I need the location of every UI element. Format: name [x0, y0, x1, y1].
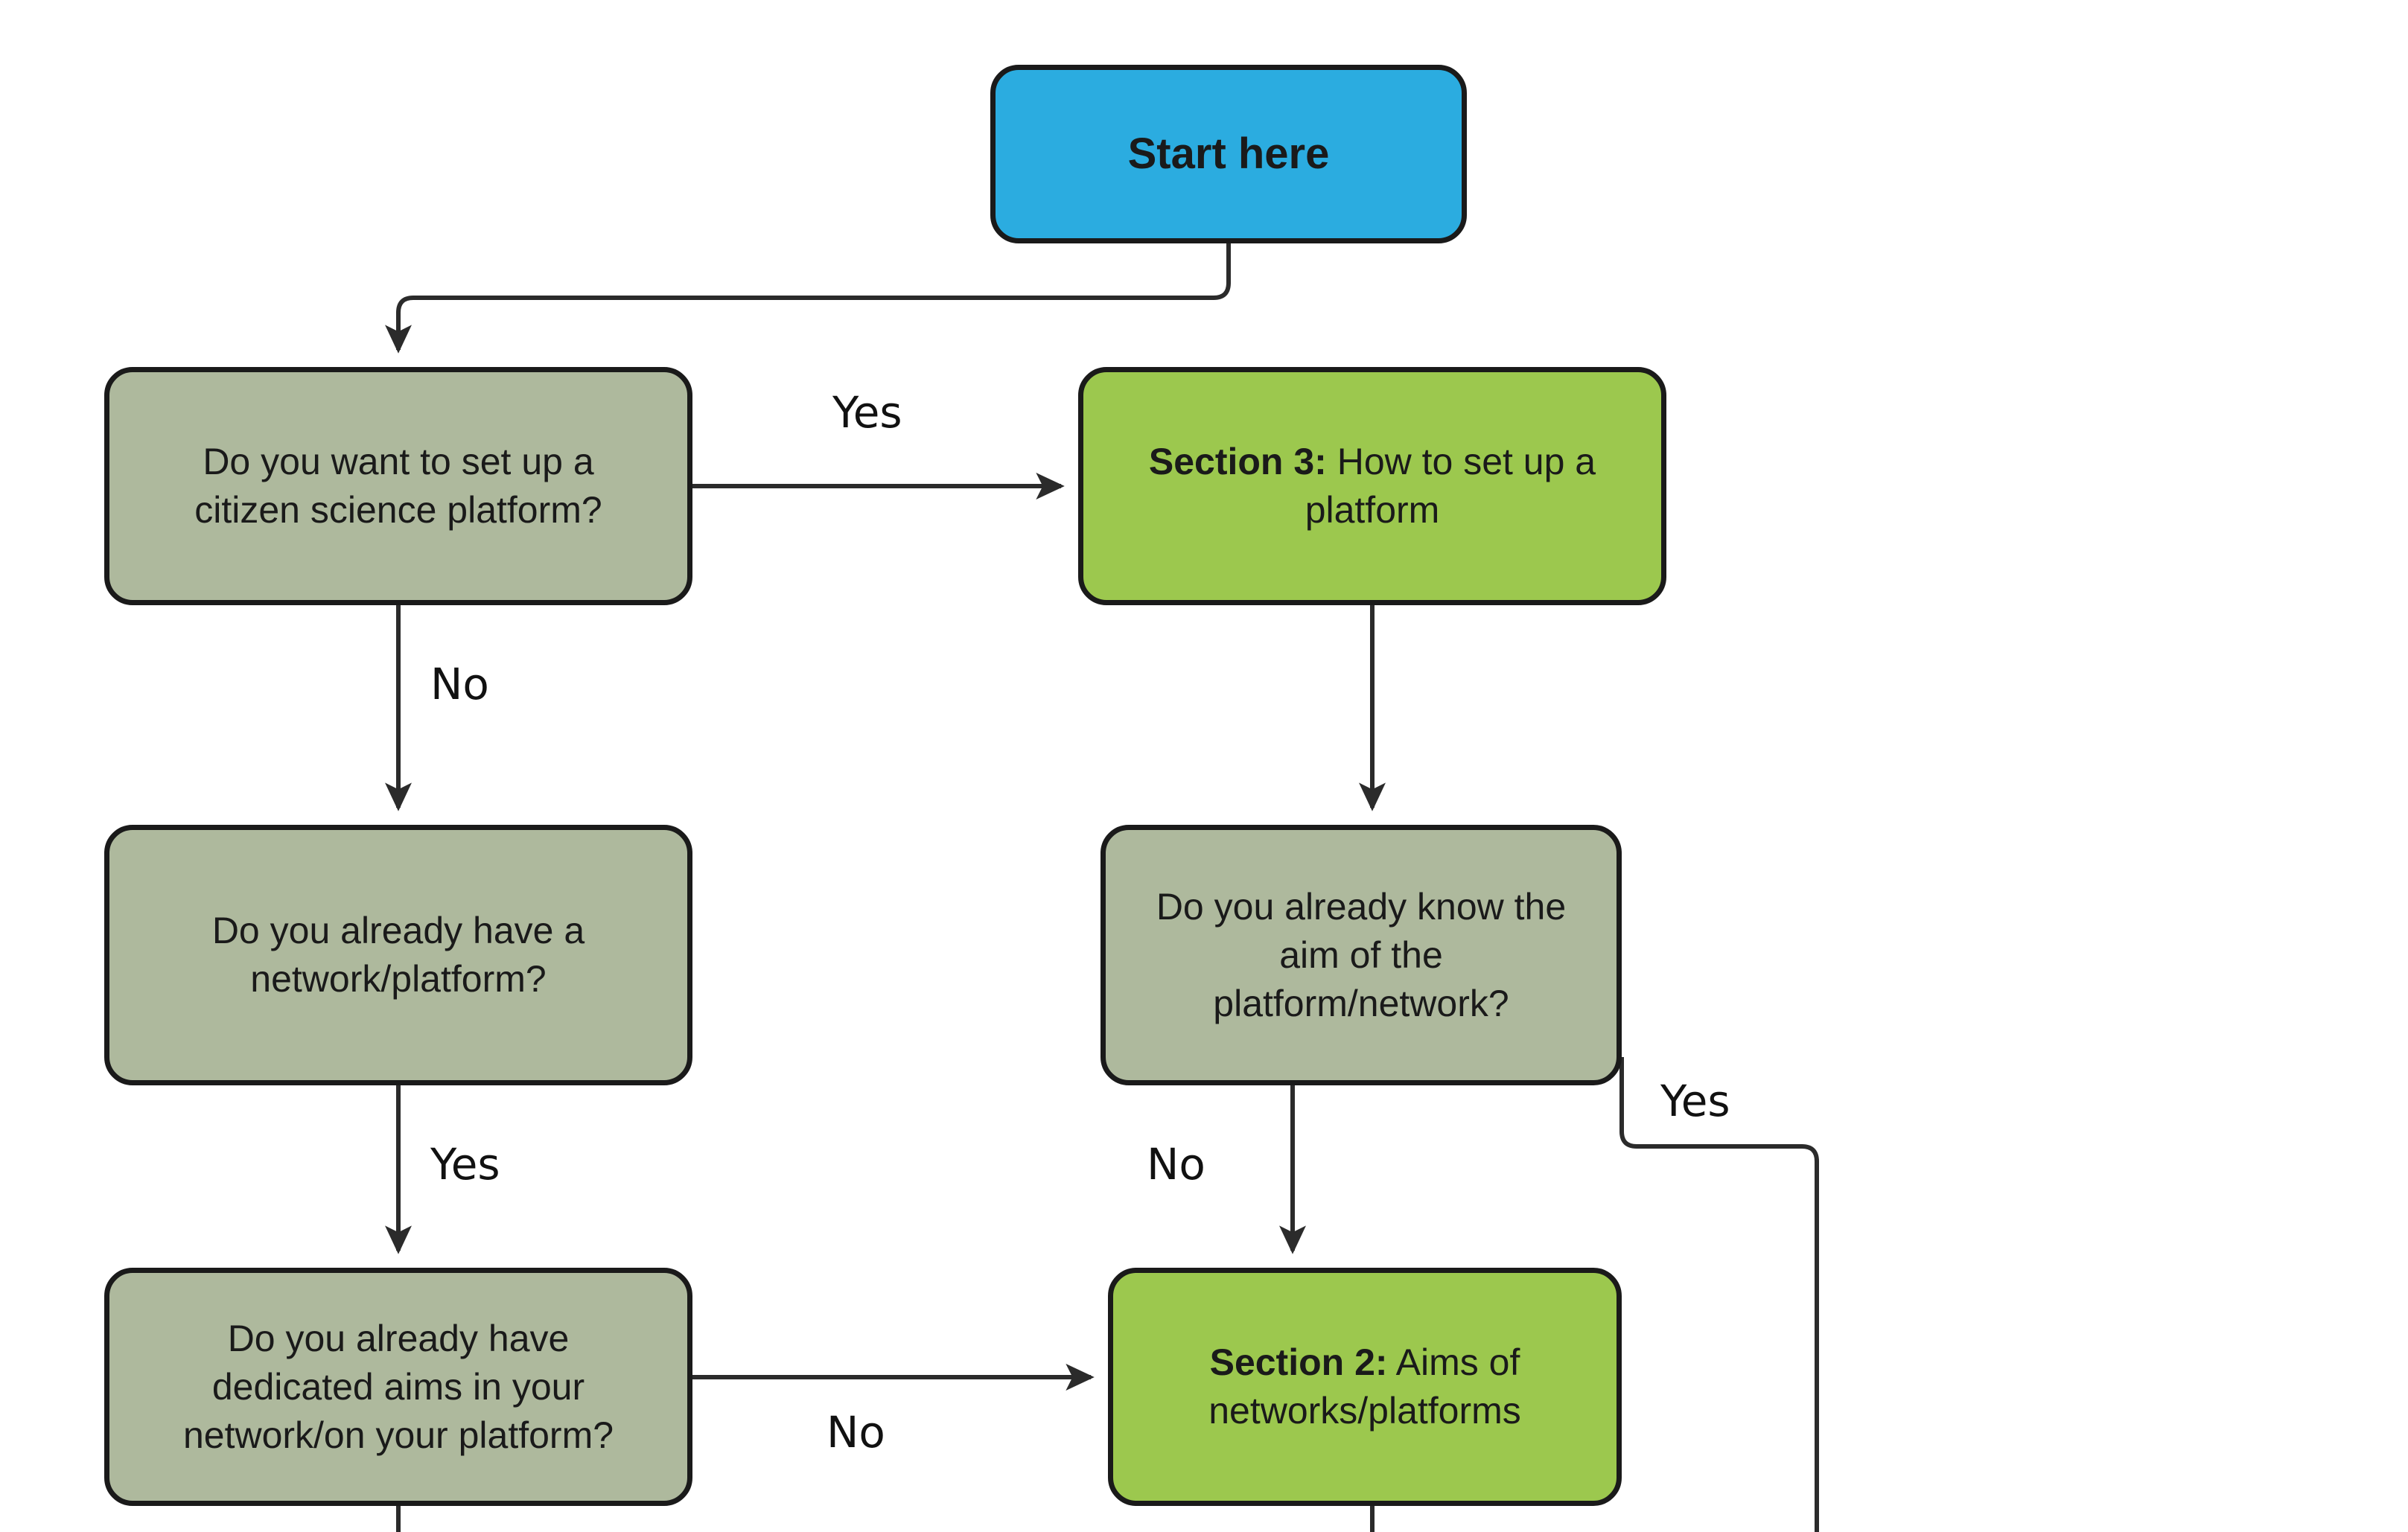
line-3: network/on your platform? — [182, 1414, 614, 1456]
line-1: Do you want to set up a — [203, 441, 594, 482]
node-question-have-network[interactable]: Do you already have a network/platform? — [104, 825, 692, 1085]
line-2: citizen science platform? — [194, 489, 602, 531]
line-1: Do you already have a — [211, 910, 585, 951]
edge-know-aim-yes-offscreen — [1619, 1057, 1819, 1532]
node-section-2[interactable]: Section 2: Aims of networks/platforms — [1108, 1268, 1622, 1506]
node-section-2-label: Section 2: Aims of networks/platforms — [1133, 1338, 1597, 1435]
node-question-dedicated-aims[interactable]: Do you already have dedicated aims in yo… — [104, 1268, 692, 1506]
node-question-setup-platform[interactable]: Do you want to set up a citizen science … — [104, 367, 692, 605]
edge-label-yes-know-aim: Yes — [1660, 1076, 1730, 1126]
edge-start-to-question-setup — [385, 243, 1231, 354]
section-2-prefix: Section 2: — [1209, 1341, 1388, 1383]
section-2-rest: Aims of networks/platforms — [1208, 1341, 1521, 1432]
section-3-rest: How to set up a platform — [1305, 441, 1596, 531]
line-2: network/platform? — [250, 958, 547, 1000]
node-question-know-aim[interactable]: Do you already know the aim of the platf… — [1101, 825, 1622, 1085]
edge-label-yes-setup-platform: Yes — [832, 387, 902, 438]
node-section-3[interactable]: Section 3: How to set up a platform — [1078, 367, 1666, 605]
line-3: platform/network? — [1213, 982, 1509, 1024]
line-1: Do you already know the — [1156, 885, 1567, 928]
node-start-here[interactable]: Start here — [990, 65, 1467, 243]
node-section-3-label: Section 3: How to set up a platform — [1103, 438, 1642, 534]
edge-label-no-know-aim: No — [1147, 1139, 1205, 1190]
node-question-setup-platform-label: Do you want to set up a citizen science … — [129, 438, 668, 534]
node-start-here-label: Start here — [1127, 130, 1330, 179]
edge-label-no-dedicated-aims: No — [826, 1407, 885, 1458]
edge-label-no-setup-platform: No — [430, 659, 489, 709]
line-2: dedicated aims in your — [211, 1365, 585, 1408]
node-question-dedicated-aims-label: Do you already have dedicated aims in yo… — [129, 1315, 668, 1460]
edge-label-yes-have-network: Yes — [430, 1139, 500, 1190]
line-1: Do you already have — [227, 1317, 570, 1359]
node-question-know-aim-label: Do you already know the aim of the platf… — [1125, 883, 1597, 1028]
section-3-prefix: Section 3: — [1148, 441, 1327, 482]
node-question-have-network-label: Do you already have a network/platform? — [129, 907, 668, 1003]
line-2: aim of the — [1279, 933, 1443, 976]
